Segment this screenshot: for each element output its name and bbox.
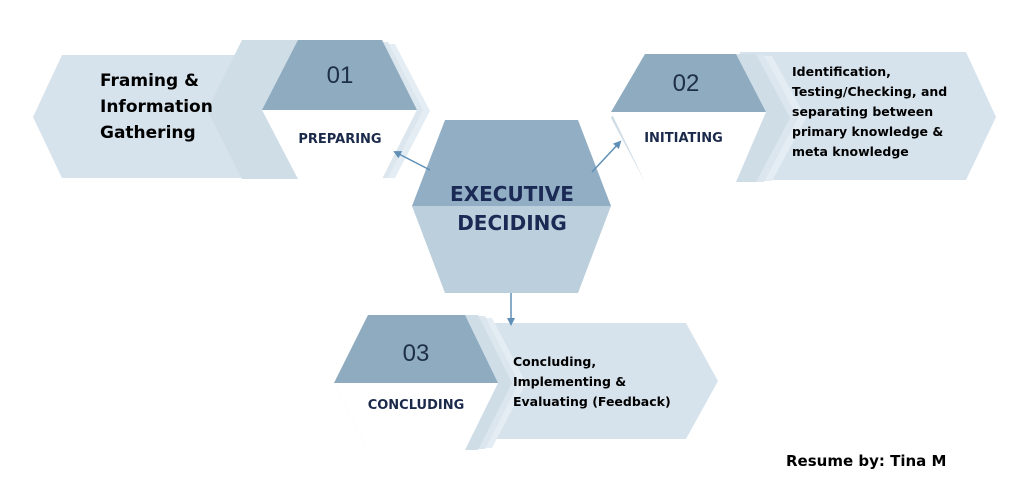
step-02-stage-label: INITIATING [644, 131, 723, 146]
step-01-number: 01 [326, 62, 354, 89]
step-03-description-line: Evaluating (Feedback) [513, 394, 671, 409]
center-hub-title: EXECUTIVE DECIDING [430, 180, 594, 238]
step-03-description-line: Concluding, [513, 354, 597, 369]
step-01-stage-tab [262, 110, 417, 179]
center-hub-title-line-2: DECIDING [457, 211, 567, 235]
step-03-description-panel [470, 323, 718, 439]
center-hub [412, 120, 611, 293]
step-02-stage-tab [611, 112, 766, 182]
step-02-description-line: Identification, [792, 64, 891, 79]
step-02-description-panel [740, 52, 996, 180]
step-03-description-line: Implementing & [513, 374, 627, 389]
center-hub-title-line-1: EXECUTIVE [450, 182, 574, 206]
step-01-description-line: Framing & [100, 71, 199, 91]
step-02-number: 02 [672, 70, 700, 97]
step-03-description: Concluding, Implementing & Evaluating (F… [513, 352, 683, 412]
step-01-description: Framing & Information Gathering [100, 68, 260, 146]
step-01-stage-label: PREPARING [298, 132, 382, 147]
step-03-number-tab [334, 315, 498, 383]
step-03-stage-label: CONCLUDING [367, 398, 465, 413]
step-01-description-line: Gathering [100, 123, 196, 143]
step-02-description-line: Testing/Checking, and [792, 84, 948, 99]
step-01-number-tab [262, 40, 417, 110]
arrow-to-step-02 [591, 140, 622, 173]
step-02-description-line: primary knowledge & [792, 124, 944, 139]
step-02-description-line: meta knowledge [792, 144, 909, 159]
step-03-stage-tab [334, 383, 498, 450]
step-02-description-line: separating between [792, 104, 934, 119]
step-02-group [611, 52, 996, 182]
step-02-number-tab [611, 54, 766, 112]
step-02-description: Identification, Testing/Checking, and se… [792, 62, 962, 162]
step-01-group [33, 40, 430, 179]
author-credit: Resume by: Tina M [786, 452, 947, 470]
step-03-number: 03 [402, 340, 430, 367]
step-03-group [334, 315, 718, 450]
center-hub-bottom [412, 206, 611, 293]
arrow-to-step-01 [393, 151, 431, 171]
center-hub-top [412, 120, 611, 207]
step-01-description-line: Information [100, 97, 213, 117]
